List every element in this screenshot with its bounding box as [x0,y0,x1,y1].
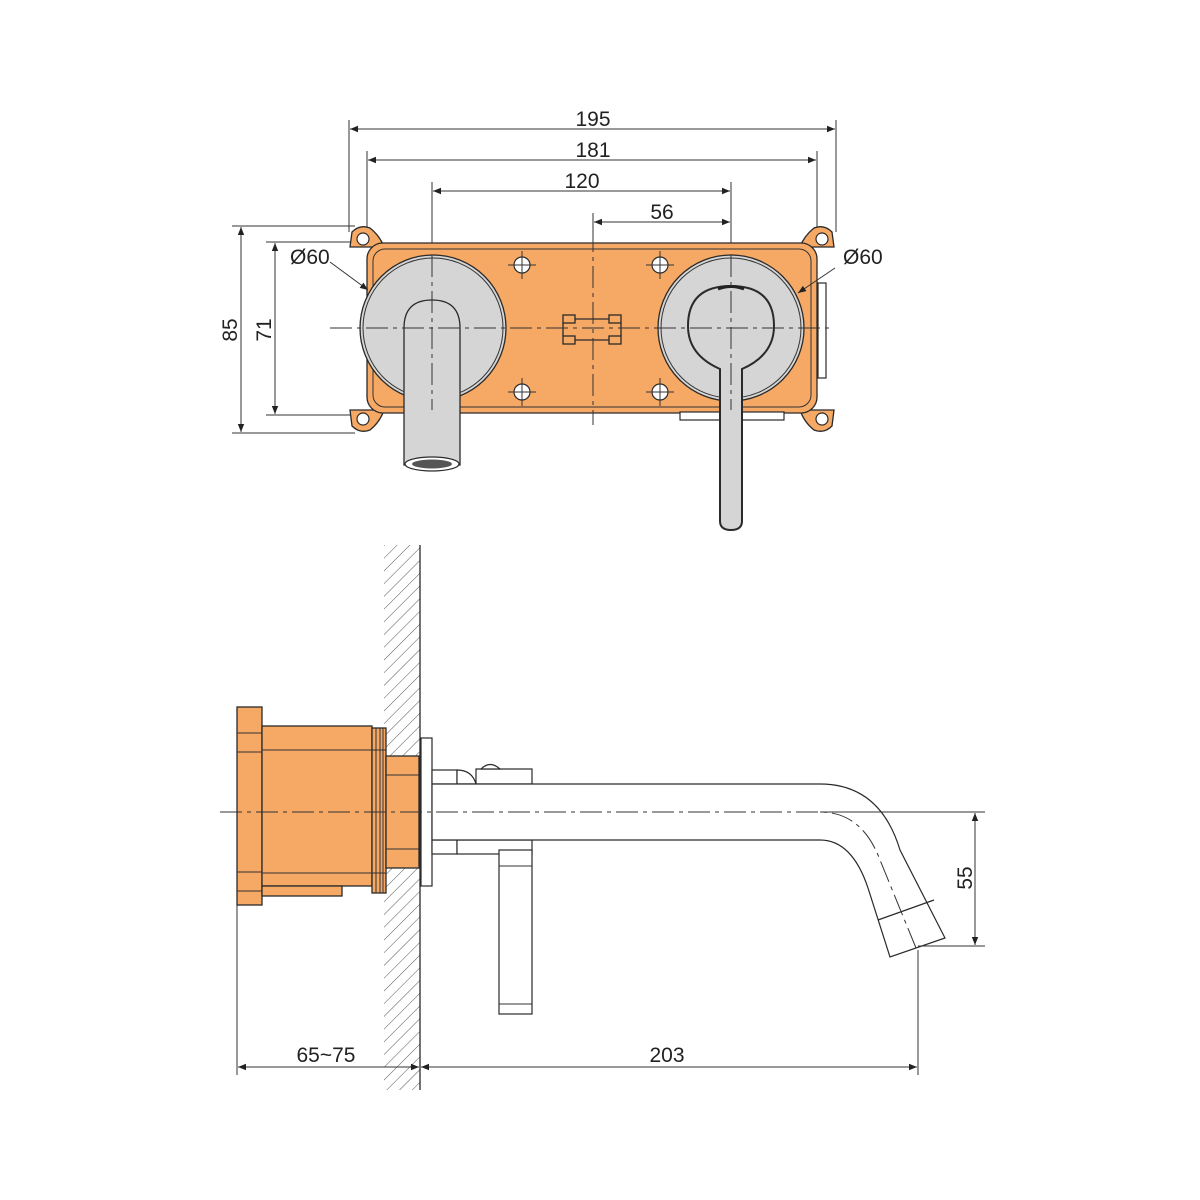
center-connector [562,314,622,345]
dim-centers: 120 [564,170,599,193]
dim-overall-width: 195 [575,108,610,131]
dim-mount-width: 181 [575,139,610,162]
dim-spout-projection: 203 [649,1044,684,1067]
mounting-ears [349,226,835,432]
center-lines [330,230,830,425]
dim-mount-height: 71 [253,318,276,341]
front-view: 195 181 120 56 Ø60 Ø60 85 71 [219,108,883,532]
side-view: 55 65~75 203 [220,545,985,1090]
side-extension-lines [236,811,985,1075]
dim-left-diameter: Ø60 [290,246,330,269]
spout-side [431,783,946,958]
dim-overall-height: 85 [219,318,242,341]
screws [508,251,674,406]
dim-spout-drop: 55 [954,866,977,889]
dimension-lines [237,125,836,432]
dim-right-diameter: Ø60 [843,246,883,269]
lever-side [431,763,533,1015]
dim-half-offset: 56 [650,201,673,224]
plate-side-tab [817,282,827,379]
dim-wall-depth: 65~75 [297,1044,356,1067]
mixer-body [236,706,420,906]
extension-lines [232,120,837,434]
